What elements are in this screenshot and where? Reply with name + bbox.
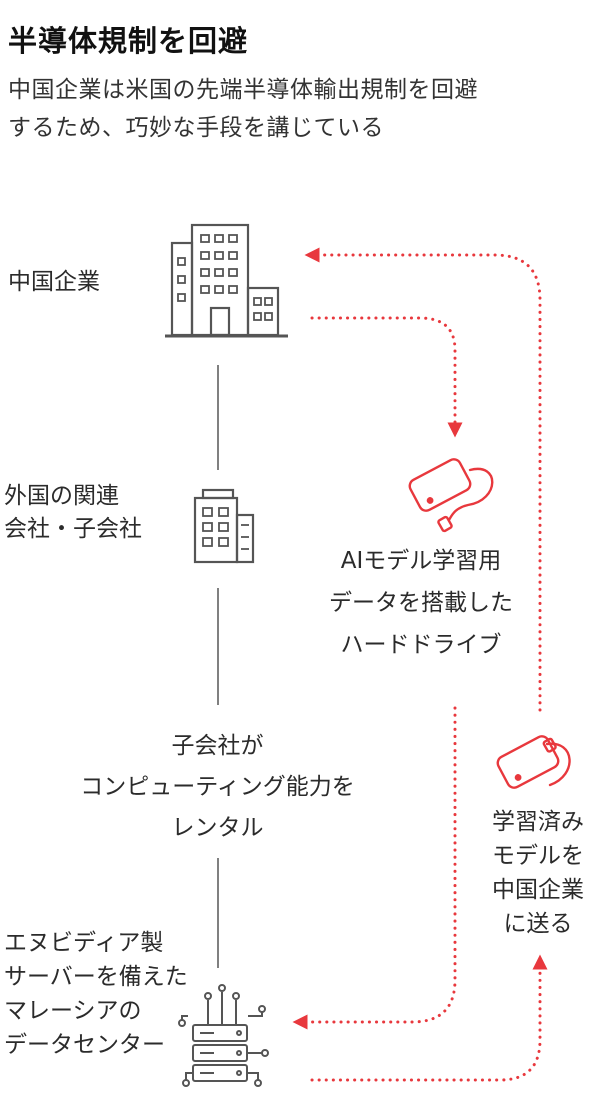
node-label-rental-line-3: レンタル (171, 815, 264, 841)
small-office-building-icon (193, 488, 255, 564)
flow-label-hard-drive-line-1: AIモデル学習用 (340, 548, 502, 574)
node-label-datacenter-line-4: データセンター (4, 1032, 165, 1058)
node-label-rental: 子会社が コンピューティング能力を レンタル (50, 726, 385, 849)
flow-label-hard-drive-line-2: データを搭載した (329, 590, 513, 616)
flow-label-model-back-line-3: 中国企業 (492, 877, 584, 903)
office-building-icon (165, 223, 288, 338)
node-label-datacenter-line-3: マレーシアの (4, 998, 142, 1024)
node-label-rental-line-1: 子会社が (171, 733, 264, 759)
flow-arrow-to-hard-drive (310, 316, 463, 438)
flow-label-hard-drive-line-3: ハードドライブ (340, 632, 502, 658)
node-label-china-company: 中国企業 (8, 269, 100, 295)
server-rack-icon (178, 984, 269, 1087)
flow-label-model-back-line-1: 学習済み (492, 809, 584, 835)
flow-label-model-back: 学習済み モデルを 中国企業 に送る (468, 805, 600, 941)
node-label-datacenter-line-2: サーバーを備えた (4, 964, 188, 990)
node-label-affiliate-line-2: 会社・子会社 (4, 516, 142, 542)
flow-arrow-model-output (310, 954, 548, 1082)
node-label-datacenter-line-1: エヌビディア製 (4, 930, 164, 956)
flow-arrow-back-to-company (304, 247, 542, 712)
flow-arrow-to-datacenter (292, 706, 457, 1030)
page-title: 半導体規制を回避 (8, 24, 249, 58)
external-hard-drive-icon (408, 458, 494, 533)
node-label-affiliate: 外国の関連 会社・子会社 (4, 480, 142, 546)
flow-label-hard-drive: AIモデル学習用 データを搭載した ハードドライブ (296, 540, 546, 666)
flow-label-model-back-line-2: モデルを (492, 843, 584, 869)
external-hard-drive-icon (496, 735, 571, 789)
node-label-affiliate-line-1: 外国の関連 (4, 483, 119, 509)
flow-label-model-back-line-4: に送る (503, 911, 573, 937)
node-label-rental-line-2: コンピューティング能力を (80, 774, 355, 800)
subtitle-line-1: 中国企業は米国の先端半導体輸出規制を回避 (8, 77, 478, 103)
node-label-datacenter: エヌビディア製 サーバーを備えた マレーシアの データセンター (4, 926, 188, 1062)
subtitle-line-2: するため、巧妙な手段を講じている (8, 115, 384, 141)
